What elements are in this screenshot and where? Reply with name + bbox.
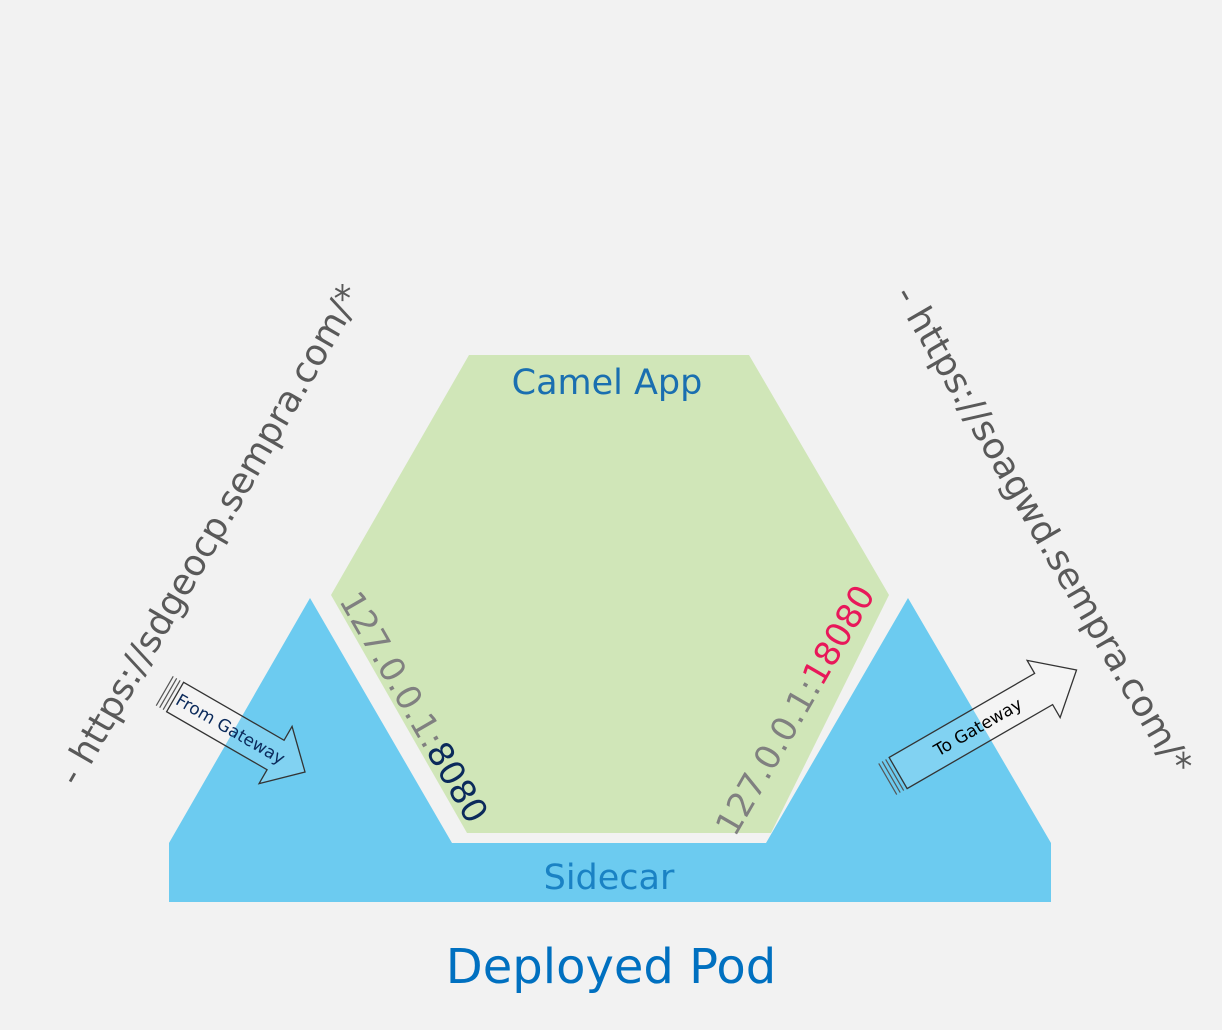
camel-app-label: Camel App xyxy=(512,363,703,403)
sidecar-label: Sidecar xyxy=(544,858,675,898)
camel-app-shape xyxy=(331,355,889,833)
to-gateway-arrow-body xyxy=(888,659,1078,790)
sidecar-shape xyxy=(169,598,1051,902)
from-gateway-arrow-body xyxy=(165,681,306,785)
page-title: Deployed Pod xyxy=(446,939,776,995)
